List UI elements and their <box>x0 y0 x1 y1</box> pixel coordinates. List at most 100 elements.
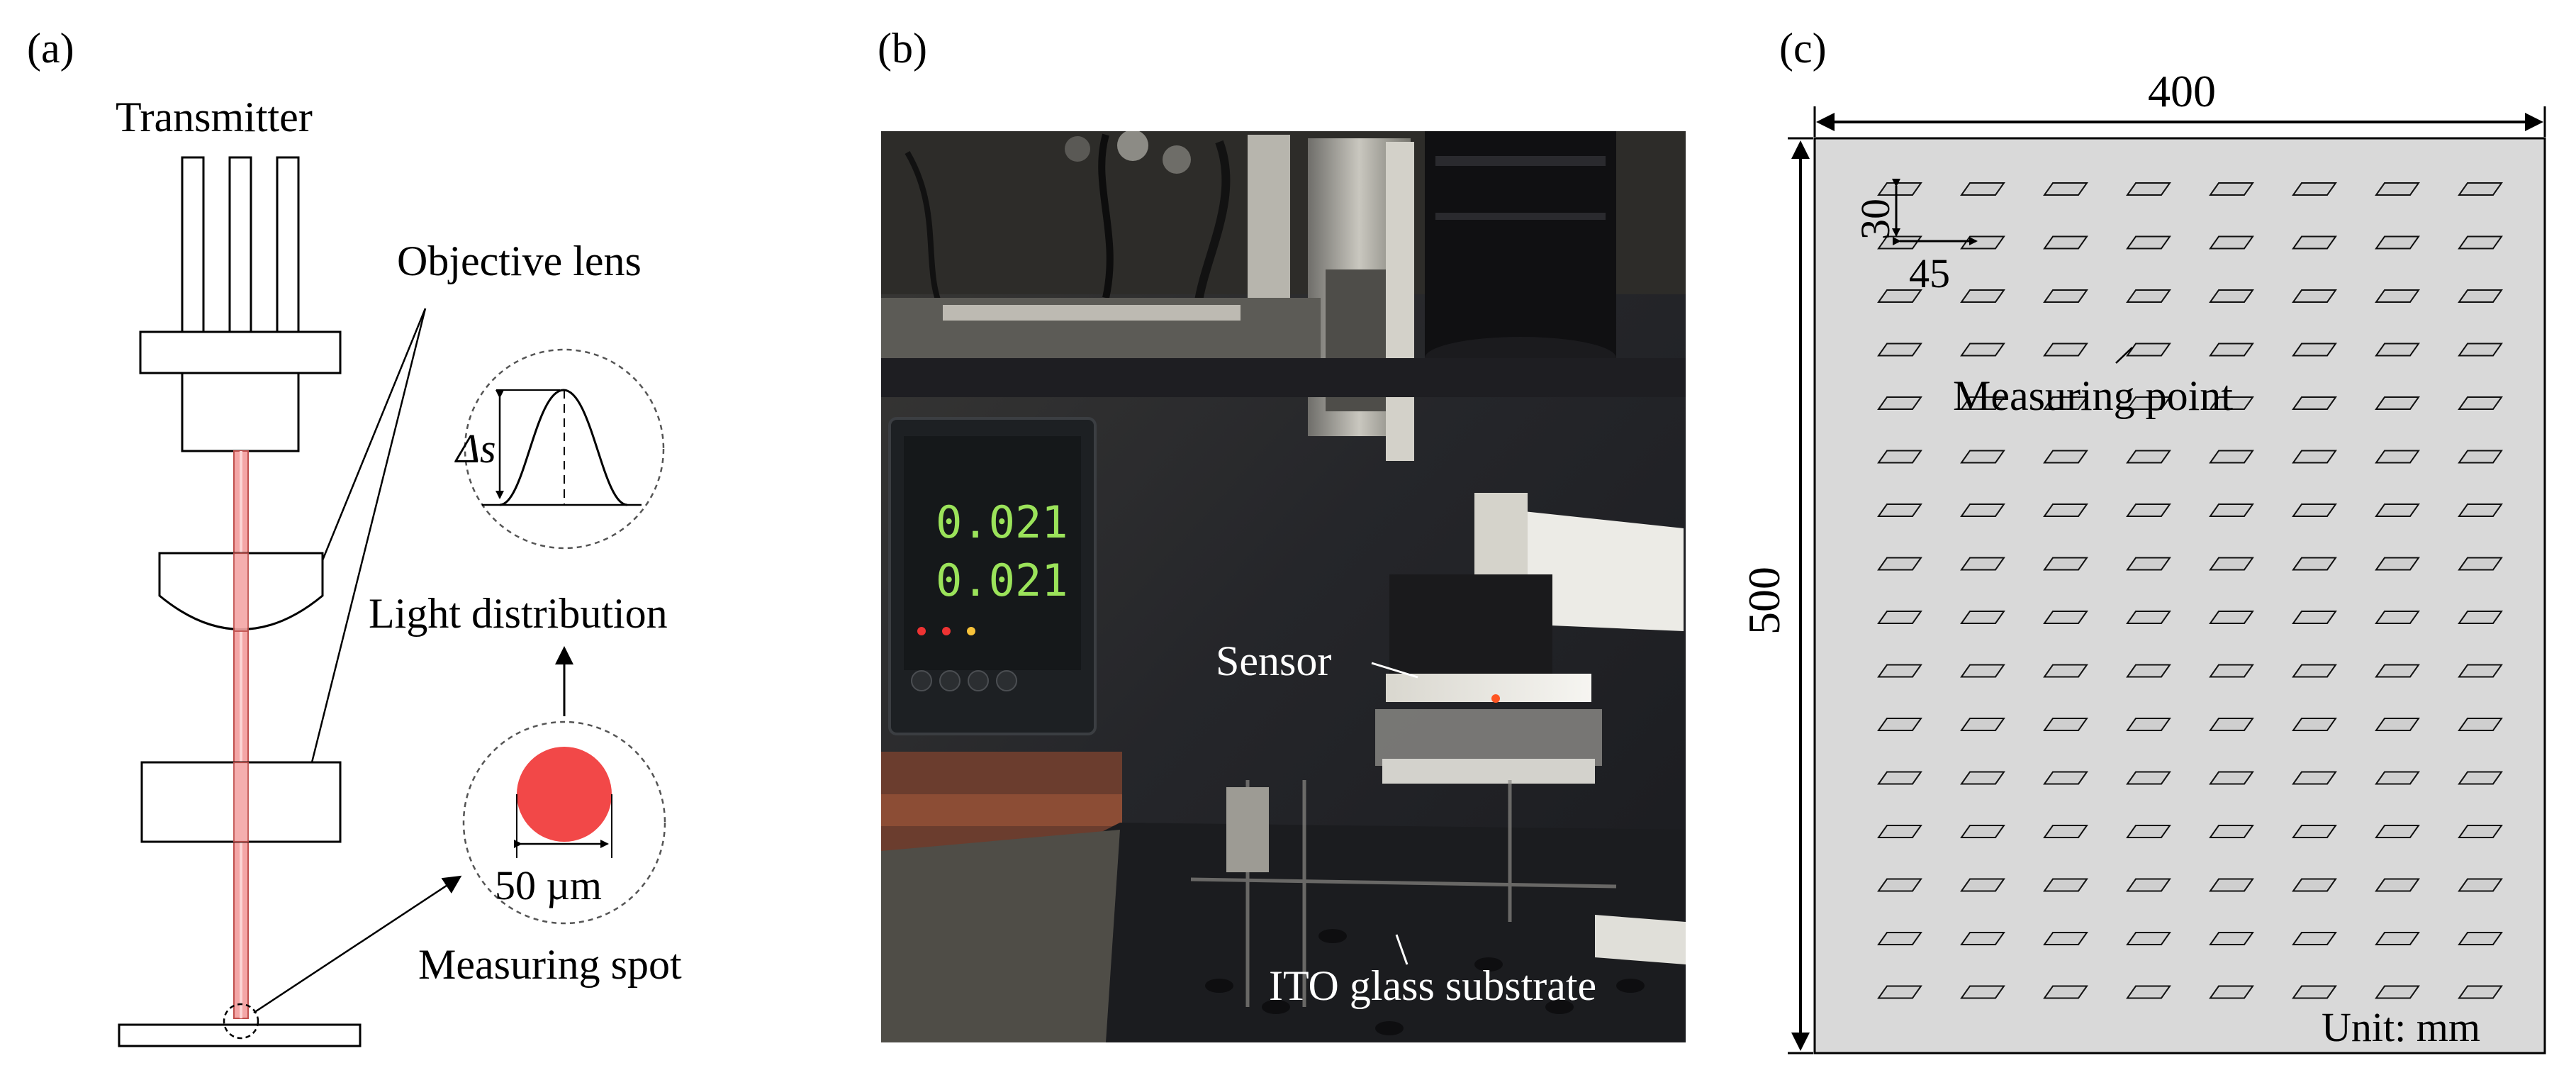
measuring-point <box>2043 664 2088 678</box>
measuring-point <box>2292 985 2337 999</box>
spot-size-label: 50 µm <box>495 862 602 908</box>
measuring-point <box>1877 932 1922 945</box>
objective-lens-label: Objective lens <box>397 238 642 284</box>
measuring-point <box>2292 450 2337 464</box>
measuring-point <box>2126 664 2171 678</box>
spot-highlight-circle <box>223 1003 259 1040</box>
measuring-point <box>2126 985 2171 999</box>
measuring-point <box>2209 771 2254 785</box>
measuring-point <box>2458 771 2503 785</box>
lens-leader-line-1 <box>321 308 427 561</box>
measuring-point <box>2209 450 2254 464</box>
measuring-point <box>1877 289 1922 303</box>
measuring-point <box>1877 718 1922 731</box>
glass-plate <box>1813 137 2546 1055</box>
measuring-point <box>2375 985 2420 999</box>
lens-leader-line-2 <box>310 308 427 763</box>
measuring-point-label: Measuring point <box>1953 372 2233 419</box>
measuring-point <box>1960 985 2005 999</box>
display-reading-bottom: 0.021 <box>936 555 1068 606</box>
measuring-point <box>2458 396 2503 410</box>
measuring-point <box>2043 878 2088 892</box>
light-distribution-inset: Δs <box>454 348 665 550</box>
measuring-point <box>2375 450 2420 464</box>
measuring-point <box>2292 664 2337 678</box>
delta-s-label: Δs <box>454 425 496 472</box>
measuring-point <box>2209 557 2254 571</box>
measuring-point <box>1960 503 2005 517</box>
substrate-leader-line <box>1395 934 1409 965</box>
measuring-point <box>2126 450 2171 464</box>
measuring-point <box>2292 611 2337 624</box>
measuring-point <box>2209 985 2254 999</box>
transmitter-label: Transmitter <box>116 94 313 140</box>
measuring-point <box>2209 396 2254 410</box>
measuring-point <box>2043 985 2088 999</box>
measuring-point <box>2375 932 2420 945</box>
measuring-point <box>2458 289 2503 303</box>
measuring-point <box>1960 771 2005 785</box>
measuring-spot-inset: 50 µm <box>462 720 666 925</box>
measuring-point <box>2292 503 2337 517</box>
sensor-label: Sensor <box>1216 638 1331 684</box>
measuring-point <box>2375 182 2420 196</box>
measuring-point <box>1877 557 1922 571</box>
measuring-point <box>2126 718 2171 731</box>
transmitter <box>139 156 342 452</box>
measuring-point <box>2375 557 2420 571</box>
spot-pointer-arrow <box>253 875 462 1014</box>
measuring-point <box>2375 611 2420 624</box>
measuring-point <box>2292 396 2337 410</box>
measuring-point <box>2126 343 2171 357</box>
measuring-point <box>2209 825 2254 838</box>
measuring-point <box>2209 718 2254 731</box>
measuring-point <box>2292 182 2337 196</box>
measuring-point <box>2209 182 2254 196</box>
measuring-point <box>1877 611 1922 624</box>
measuring-point <box>1877 771 1922 785</box>
measuring-point-grid <box>1877 182 2503 999</box>
measuring-point <box>1960 450 2005 464</box>
measuring-point <box>2043 718 2088 731</box>
measuring-point <box>2126 235 2171 250</box>
measuring-point <box>1960 611 2005 624</box>
measuring-point <box>2375 825 2420 838</box>
measuring-point <box>2126 611 2171 624</box>
measuring-point <box>2209 289 2254 303</box>
measuring-point <box>1877 182 1922 196</box>
measuring-point <box>1960 557 2005 571</box>
measuring-point <box>1877 985 1922 999</box>
measuring-point <box>2043 771 2088 785</box>
measuring-point <box>2043 343 2088 357</box>
measuring-point <box>2043 611 2088 624</box>
measuring-point <box>1960 878 2005 892</box>
measuring-point <box>2043 182 2088 196</box>
measuring-point <box>2292 718 2337 731</box>
measuring-point <box>2126 182 2171 196</box>
measuring-point <box>1877 396 1922 410</box>
measuring-point <box>2292 557 2337 571</box>
measuring-point <box>2375 289 2420 303</box>
measuring-point <box>2043 396 2088 410</box>
measuring-point <box>2375 396 2420 410</box>
measuring-point <box>1877 664 1922 678</box>
measuring-point <box>2126 396 2171 410</box>
unit-label: Unit: mm <box>2322 1004 2480 1050</box>
measuring-point <box>1960 664 2005 678</box>
base-plate <box>118 1023 362 1047</box>
panel-a-label: (a) <box>27 25 74 72</box>
measuring-point <box>2126 825 2171 838</box>
measuring-point <box>2458 343 2503 357</box>
measuring-point <box>2043 557 2088 571</box>
measuring-point <box>2458 450 2503 464</box>
spacing-y-label: 30 <box>1852 199 1898 240</box>
measuring-point <box>1960 235 2005 250</box>
measuring-point <box>1960 182 2005 196</box>
measuring-point-leader <box>2115 347 2133 364</box>
measuring-point <box>2292 878 2337 892</box>
measuring-point <box>1877 878 1922 892</box>
measuring-point <box>2292 932 2337 945</box>
measuring-point <box>2292 289 2337 303</box>
measuring-point <box>2375 878 2420 892</box>
